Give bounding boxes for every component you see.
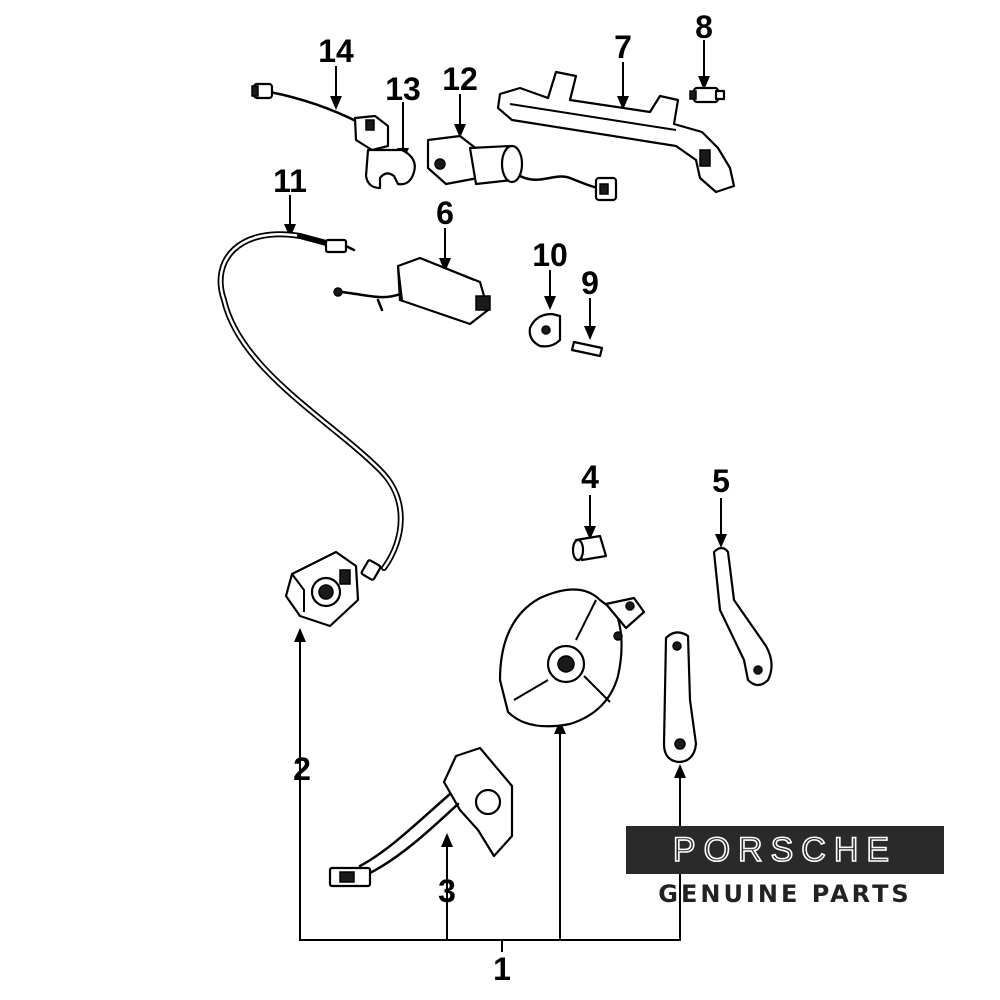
part-7-bracket [496, 70, 736, 194]
part-12-actuator-motor [426, 134, 618, 202]
callout-2: 2 [293, 751, 311, 787]
callout-4: 4 [581, 459, 599, 495]
part-11-cable [217, 231, 404, 581]
callout-3: 3 [438, 873, 456, 909]
brand-name: PORSCHE [672, 830, 898, 870]
brand-logo-box: PORSCHE [626, 826, 944, 874]
part-5-lever-arm [712, 546, 773, 687]
callout-14: 14 [318, 33, 354, 69]
part-1-lever [662, 631, 698, 764]
part-14-sensor-lead [251, 82, 390, 152]
part-1-main-housing [498, 588, 646, 728]
brand-tagline: GENUINE PARTS [658, 880, 912, 908]
part-2-switch-housing [284, 550, 360, 628]
callout-12: 12 [442, 61, 478, 97]
callout-1: 1 [493, 951, 511, 987]
callout-5: 5 [712, 463, 730, 499]
callout-7: 7 [614, 29, 632, 65]
callout-11: 11 [273, 163, 307, 199]
part-6-control-unit [333, 256, 491, 326]
part-9-pin [570, 340, 604, 358]
callout-13: 13 [385, 71, 421, 107]
part-8-fitting [689, 86, 726, 104]
callout-8: 8 [695, 9, 713, 45]
part-4-bushing [571, 534, 608, 562]
callout-labels: 1 2 3 4 5 6 7 8 9 10 11 12 13 14 [273, 9, 730, 987]
callout-6: 6 [436, 195, 454, 231]
part-10-cam-disc [528, 312, 562, 348]
callout-10: 10 [532, 237, 568, 273]
callout-9: 9 [581, 265, 599, 301]
part-13-clip [364, 148, 416, 190]
part-3-harness [328, 746, 514, 888]
